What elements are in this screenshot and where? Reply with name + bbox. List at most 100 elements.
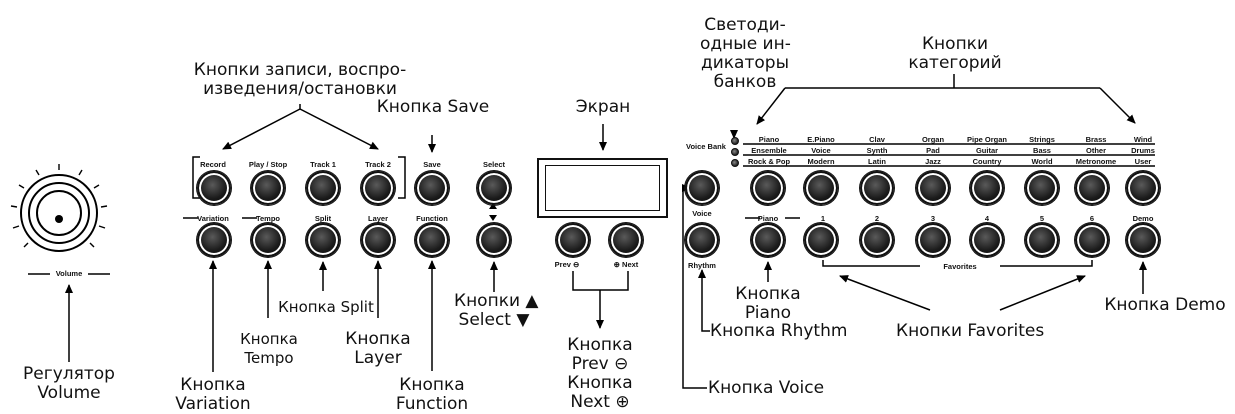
piano-callout: Кнопка Piano xyxy=(735,284,801,323)
category-buttons-callout: Кнопки категорий xyxy=(908,34,1002,73)
volume-knob-outer-ring xyxy=(20,174,98,252)
piano-panel-label: Piano xyxy=(757,214,779,223)
record-panel-label: Record xyxy=(200,160,226,169)
select-down-button[interactable] xyxy=(477,223,511,257)
favorite-5-label: 5 xyxy=(1039,214,1045,223)
favorites-callout: Кнопки Favorites xyxy=(896,321,1045,341)
track2-button[interactable] xyxy=(361,171,395,205)
variation-button[interactable] xyxy=(197,223,231,257)
bank-label-country: Country xyxy=(972,157,1002,166)
display-screen xyxy=(537,158,668,218)
record-buttons-callout: Кнопки записи, воспро- изведения/останов… xyxy=(193,60,407,99)
function-button[interactable] xyxy=(415,223,449,257)
favorite-button-1[interactable] xyxy=(804,223,838,257)
bank-label-strings: Strings xyxy=(1029,135,1055,144)
layer-panel-label: Layer xyxy=(367,214,388,223)
category-button-8[interactable] xyxy=(1126,171,1160,205)
variation-panel-label: Variation xyxy=(197,214,229,223)
favorite-button-4[interactable] xyxy=(970,223,1004,257)
save-button[interactable] xyxy=(415,171,449,205)
voice-panel-label: Voice xyxy=(692,209,712,218)
tempo-button[interactable] xyxy=(251,223,285,257)
rhythm-button[interactable] xyxy=(685,223,719,257)
bank-label-modern: Modern xyxy=(807,157,835,166)
bank-label-clav: Clav xyxy=(869,135,885,144)
bank-label-organ: Organ xyxy=(921,135,945,144)
favorite-1-label: 1 xyxy=(820,214,826,223)
bank-label-wind: Wind xyxy=(1133,135,1153,144)
voice-bank-label: Voice Bank xyxy=(686,142,726,151)
favorite-2-label: 2 xyxy=(874,214,880,223)
volume-knob-pointer xyxy=(55,215,63,223)
bank-label-user: User xyxy=(1134,157,1152,166)
bank-label-ensemble: Ensemble xyxy=(751,146,787,155)
save-panel-label: Save xyxy=(423,160,441,169)
rhythm-callout: Кнопка Rhythm xyxy=(710,321,848,341)
prev-button[interactable] xyxy=(556,223,590,257)
select-up-button[interactable] xyxy=(477,171,511,205)
bank-label-metronome: Metronome xyxy=(1075,157,1117,166)
bank-label-piano: Piano xyxy=(758,135,780,144)
category-button-1[interactable] xyxy=(751,171,785,205)
favorite-button-6[interactable] xyxy=(1075,223,1109,257)
play-stop-panel-label: Play / Stop xyxy=(248,160,288,169)
demo-button[interactable] xyxy=(1126,223,1160,257)
layer-button[interactable] xyxy=(361,223,395,257)
screen-callout: Экран xyxy=(575,97,631,117)
track1-panel-label: Track 1 xyxy=(310,160,336,169)
next-panel-label: ⊕ Next xyxy=(613,260,639,269)
bank-label-other: Other xyxy=(1085,146,1106,155)
next-button[interactable] xyxy=(609,223,643,257)
split-callout: Кнопка Split xyxy=(278,298,374,316)
demo-callout: Кнопка Demo xyxy=(1104,295,1226,315)
tempo-callout: Кнопка Tempo xyxy=(240,330,298,367)
bank-label-epiano: E.Piano xyxy=(807,135,835,144)
category-button-4[interactable] xyxy=(916,171,950,205)
select-panel-label: Select xyxy=(482,160,506,169)
record-button[interactable] xyxy=(197,171,231,205)
split-panel-label: Split xyxy=(314,214,332,223)
category-button-7[interactable] xyxy=(1075,171,1109,205)
bank-label-world: World xyxy=(1031,157,1053,166)
play-stop-button[interactable] xyxy=(251,171,285,205)
variation-callout: Кнопка Variation xyxy=(175,375,251,414)
favorite-6-label: 6 xyxy=(1089,214,1095,223)
category-button-5[interactable] xyxy=(970,171,1004,205)
select-callout: Кнопки ▲ Select ▼ xyxy=(454,291,539,330)
favorite-button-5[interactable] xyxy=(1025,223,1059,257)
category-button-3[interactable] xyxy=(860,171,894,205)
bank-label-drums: Drums xyxy=(1131,146,1155,155)
favorite-button-3[interactable] xyxy=(916,223,950,257)
function-panel-label: Function xyxy=(416,214,448,223)
category-button-2[interactable] xyxy=(804,171,838,205)
favorite-4-label: 4 xyxy=(984,214,990,223)
piano-button[interactable] xyxy=(751,223,785,257)
bank-led-3 xyxy=(731,159,739,167)
volume-callout: Регулятор Volume xyxy=(23,364,115,403)
prev-panel-label: Prev ⊖ xyxy=(554,260,580,269)
bank-label-brass: Brass xyxy=(1085,135,1107,144)
bank-label-latin: Latin xyxy=(868,157,886,166)
category-button-6[interactable] xyxy=(1025,171,1059,205)
bank-label-voice: Voice xyxy=(811,146,831,155)
volume-panel-label: Volume xyxy=(55,269,83,278)
voice-button[interactable] xyxy=(685,171,719,205)
rhythm-panel-label: Rhythm xyxy=(688,261,716,270)
voice-callout: Кнопка Voice xyxy=(708,378,825,398)
bank-label-jazz: Jazz xyxy=(925,157,941,166)
bank-label-guitar: Guitar xyxy=(975,146,999,155)
layer-callout: Кнопка Layer xyxy=(345,329,411,368)
bank-led-2 xyxy=(731,148,739,156)
split-button[interactable] xyxy=(306,223,340,257)
favorite-3-label: 3 xyxy=(930,214,936,223)
save-button-callout: Кнопка Save xyxy=(376,97,490,117)
function-callout: Кнопка Function xyxy=(395,375,469,414)
bank-led-1 xyxy=(731,137,739,145)
bank-label-bass: Bass xyxy=(1033,146,1051,155)
volume-knob[interactable] xyxy=(21,175,97,251)
prev-next-callout: Кнопка Prev ⊖ Кнопка Next ⊕ xyxy=(567,335,633,412)
track1-button[interactable] xyxy=(306,171,340,205)
favorites-panel-label: Favorites xyxy=(943,262,977,271)
favorite-button-2[interactable] xyxy=(860,223,894,257)
